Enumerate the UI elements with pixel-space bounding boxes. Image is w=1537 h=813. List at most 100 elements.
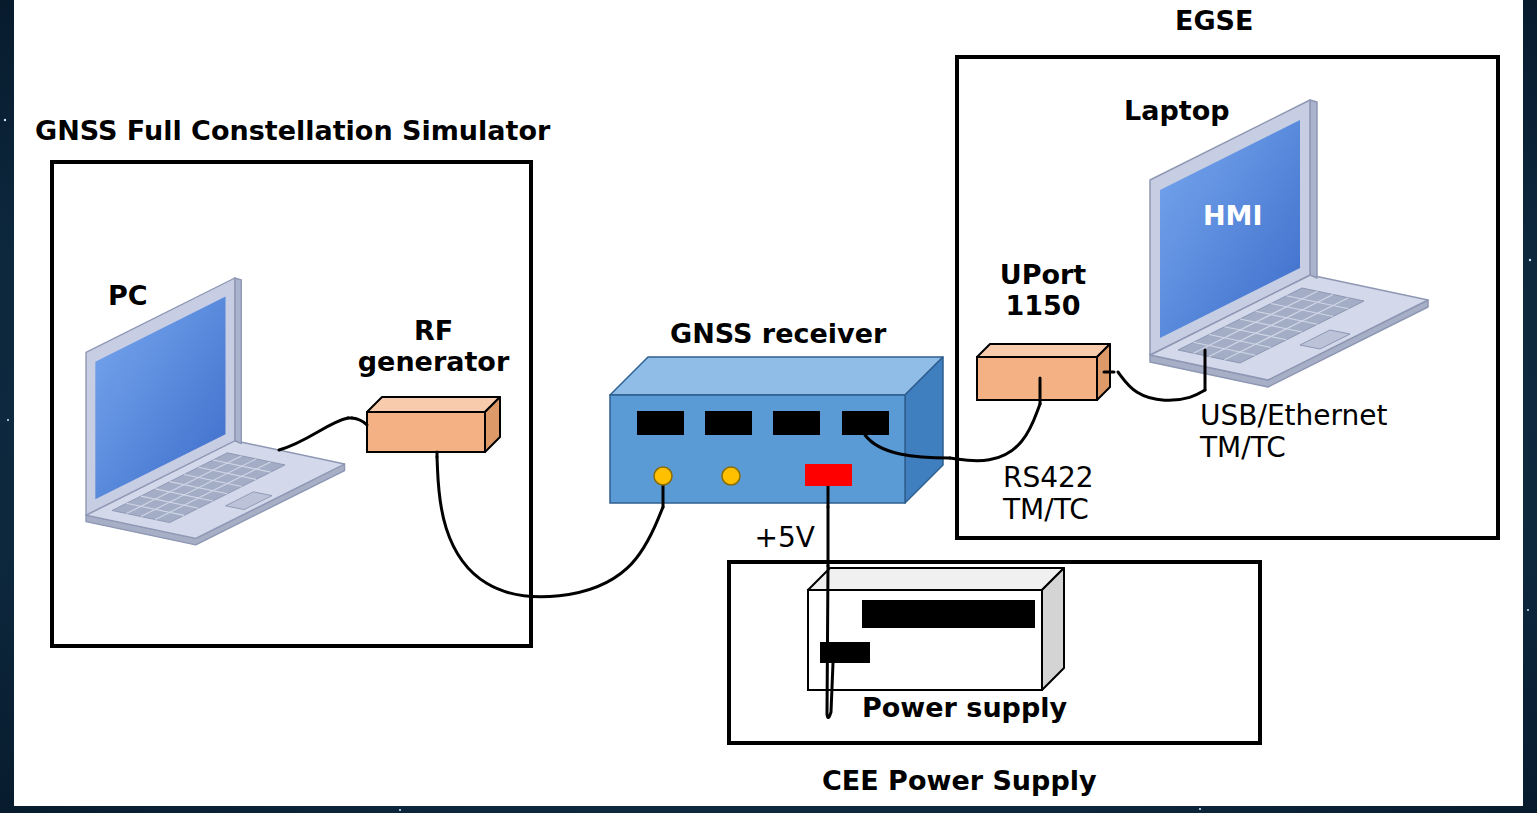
laptop-icon (1150, 100, 1428, 387)
cable-stub (436, 452, 439, 457)
text-holder: RS422 TM/TC (1003, 462, 1115, 526)
cable (1118, 372, 1205, 400)
text-holder: GNSS Full Constellation Simulator (35, 115, 550, 146)
uport-converter: UPort 1150 (972, 258, 1118, 404)
text-holder: GNSS receiver (670, 318, 886, 349)
simulator-group: PCRF generatorGNSS Full Constellation Si… (50, 160, 533, 648)
data-port (842, 411, 889, 435)
power-supply-unit: Power supply (800, 566, 1100, 738)
gnss-receiver: GNSS receiver (605, 315, 950, 507)
keyboard-column (1287, 296, 1349, 309)
star (1529, 259, 1531, 261)
laptop-lid (1150, 100, 1310, 355)
device-label: PC (108, 280, 148, 311)
receiver-box-side (905, 357, 943, 503)
cable-stub (352, 418, 367, 425)
keyboard-column (170, 482, 228, 494)
text-holder: Laptop (1124, 95, 1230, 126)
cable-stub (1039, 378, 1042, 404)
data-port (637, 411, 684, 435)
device-label: GNSS receiver (670, 318, 886, 349)
laptop-lid-edge (1310, 100, 1317, 278)
keyboard-column (1240, 319, 1302, 332)
text-holder: +5V (745, 522, 815, 554)
device-label: Laptop (1124, 95, 1230, 126)
text-holder: USB/Ethernet TM/TC (1200, 400, 1415, 464)
keyboard-column (213, 460, 271, 472)
text-holder: CEE Power Supply (822, 765, 1097, 796)
device-label: Power supply (862, 692, 1067, 723)
cable (827, 507, 830, 566)
data-port (773, 411, 820, 435)
group-heading: GNSS Full Constellation Simulator (35, 115, 550, 146)
psu-box-top (808, 568, 1064, 590)
receiver-box-top (610, 357, 943, 395)
cable-stub (1204, 350, 1207, 390)
text-holder: PC (108, 280, 148, 311)
keyboard-column (1209, 335, 1271, 348)
screen-label: HMI (1203, 200, 1263, 231)
cable-stub (1104, 371, 1114, 374)
cable-stub (827, 566, 833, 718)
laptop-lid-edge (235, 278, 242, 444)
keyboard-column (199, 467, 257, 479)
power-supply-group: Power supplyCEE Power Supply (727, 560, 1262, 745)
device-box-side (485, 397, 500, 452)
device-box-top (367, 397, 500, 412)
laptop-lid (86, 278, 235, 515)
device-box-front (367, 412, 485, 452)
cable-stub (827, 486, 830, 507)
keyboard-column (1256, 311, 1318, 324)
cable (950, 404, 1040, 461)
pc-laptop: PC (83, 272, 348, 547)
keyboard-column (141, 496, 199, 508)
star (399, 809, 401, 811)
star (4, 119, 6, 121)
text-holder: UPort 1150 (972, 259, 1114, 321)
rf-connector (722, 467, 740, 485)
hmi-laptop: LaptopHMI (1118, 90, 1435, 390)
power-connector (805, 464, 852, 486)
group-heading: EGSE (1175, 5, 1254, 36)
laptop-screen (1160, 120, 1300, 338)
wire-label: RS422 TM/TC (1003, 462, 1115, 526)
star (1527, 609, 1529, 611)
laptop-icon (86, 278, 345, 545)
device-label: UPort 1150 (972, 259, 1114, 321)
pc-laptop-illustration (83, 272, 348, 547)
star (1199, 808, 1201, 810)
device-box-front (977, 357, 1097, 400)
text-holder: EGSE (1175, 5, 1254, 36)
keyboard-column (1225, 327, 1287, 340)
group-heading: CEE Power Supply (822, 765, 1097, 796)
psu-box-side (1042, 568, 1064, 690)
data-port (705, 411, 752, 435)
laptop-touchpad (1300, 330, 1350, 349)
device-box-top (977, 344, 1110, 357)
psu-display (862, 600, 1035, 628)
hmi-laptop-illustration (1118, 90, 1435, 390)
keyboard-column (184, 474, 242, 486)
cable-stub (865, 435, 950, 458)
laptop-screen (95, 297, 225, 500)
rf-generator: RF generator (352, 315, 519, 457)
rf-connector (654, 467, 672, 485)
wire-label: +5V (755, 522, 815, 554)
keyboard-column (1271, 304, 1333, 317)
keyboard-column (1194, 342, 1256, 355)
keyboard-column (126, 503, 184, 515)
laptop-touchpad (226, 492, 272, 510)
star (7, 419, 9, 421)
device-label: RF generator (352, 315, 515, 377)
white-panel (14, 0, 1523, 806)
receiver-box-front (610, 395, 905, 503)
keyboard-column (155, 489, 213, 501)
wire-label: USB/Ethernet TM/TC (1200, 400, 1415, 464)
psu-box-front (808, 590, 1042, 690)
text-holder: HMI (1203, 200, 1263, 231)
cable-stub (279, 418, 348, 450)
text-holder: Power supply (862, 692, 1067, 723)
text-holder: RF generator (352, 315, 515, 377)
